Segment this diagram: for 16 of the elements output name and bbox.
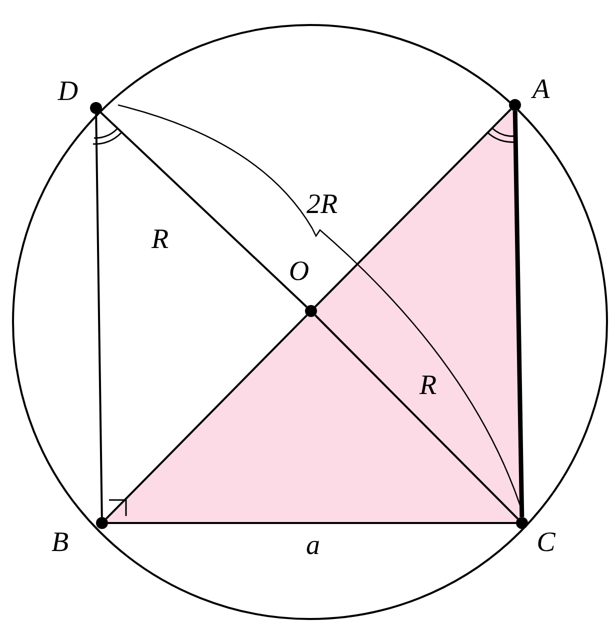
dimension-label: 2R [306,191,338,219]
point-label: B [51,529,69,557]
point-label: D [58,78,78,106]
line-segment [108,522,516,524]
line-segment [512,110,524,518]
line-segment [100,111,308,308]
line-segment [95,114,103,518]
point-label: C [536,529,556,557]
edge-label: R [419,372,437,400]
point-label: O [288,258,310,286]
edge-label: R [151,226,169,254]
edge-label: a [306,532,320,560]
point-label: A [532,76,550,104]
line-segment [314,108,512,308]
line-segment [106,314,308,520]
line-segment [314,314,518,520]
